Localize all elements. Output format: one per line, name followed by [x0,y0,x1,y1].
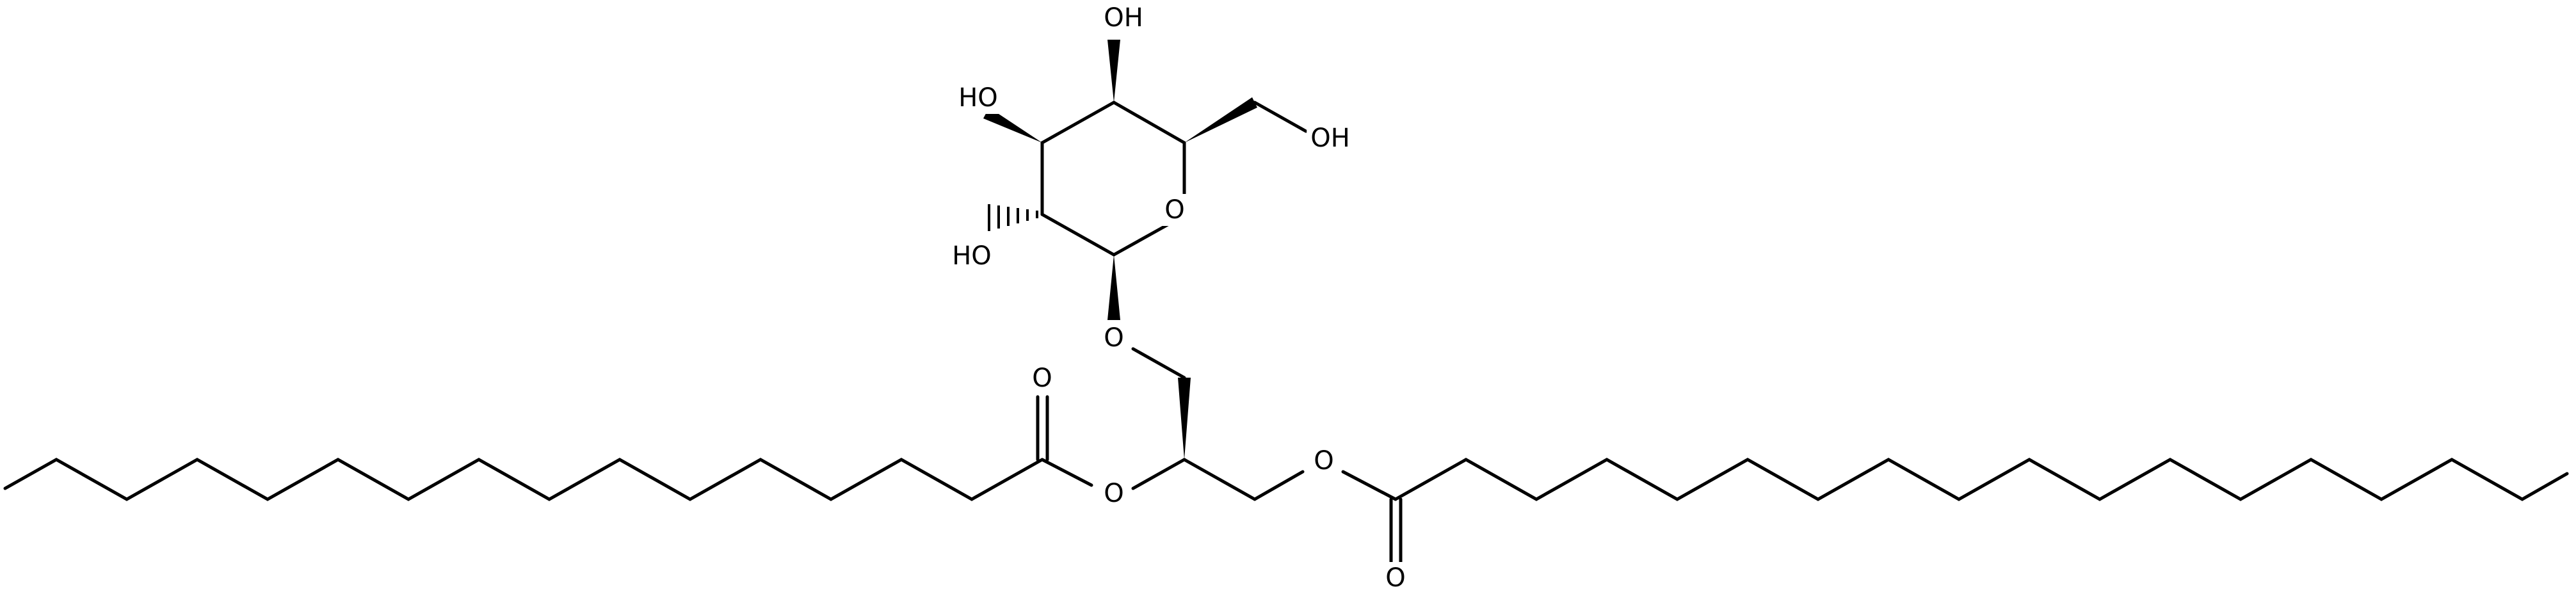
atom-label-background [1161,194,1189,226]
bond-ch-o-ester1 [1131,458,1186,490]
atom-label-background [1100,322,1128,354]
atom-label-background [1381,562,1410,594]
ester2-oxygen-label: O [1314,446,1333,476]
atom-label-background [954,82,1002,114]
c3-hydroxyl-label: HO [958,83,998,113]
sugar-ring [1040,100,1186,257]
atom-label-background [1307,122,1354,154]
ester-right [1341,458,2569,565]
hash-c2-ho [988,204,1038,231]
ester2-carbonyl-oxygen-label: O [1385,563,1405,593]
atom-label-background [948,240,995,272]
bond-c3-c4 [1040,100,1116,145]
bond-ring-o-c1 [1112,219,1177,257]
bond-ch2b-o-ester2 [1253,470,1305,501]
c2-hydroxyl-label: HO [952,241,992,271]
bond-glyco-o-ch2 [1131,347,1186,380]
wedge-c3-ho [983,108,1042,143]
atom-label-background [1100,2,1147,34]
wedge-ch-ch2 [1178,378,1191,460]
glycerol-backbone [1131,347,1305,501]
ester1-carbonyl-oxygen-label: O [1032,364,1052,393]
glycosidic-oxygen-label: O [1104,323,1123,353]
bond-ch-ch2b [1182,458,1257,501]
c4-hydroxyl-label: OH [1104,3,1143,33]
right-acyl-chain [1394,458,2569,501]
bond-o-c-ester2 [1341,470,1397,501]
bond-c4-c5 [1112,100,1186,145]
wedge-c4-oh [1107,40,1120,102]
atom-label-background [1100,478,1128,510]
atom-label-background [1028,362,1056,394]
bond-c6-oh [1253,100,1308,133]
stereo-bonds [983,40,1257,320]
ester-left [3,395,1093,501]
wedge-c1-o [1107,255,1120,320]
ester1-oxygen-label: O [1104,479,1123,508]
wedge-c5-c6 [1184,97,1257,143]
bond-o-c-ester1 [1040,458,1093,487]
bond-c1-c2 [1040,213,1116,257]
atom-labels: O O O O O O OH HO HO OH [948,2,1410,594]
ring-oxygen-label: O [1164,195,1184,225]
left-acyl-chain [3,458,1044,501]
c6-hydroxyl-label: OH [1310,124,1350,153]
atom-label-background [1310,445,1338,477]
